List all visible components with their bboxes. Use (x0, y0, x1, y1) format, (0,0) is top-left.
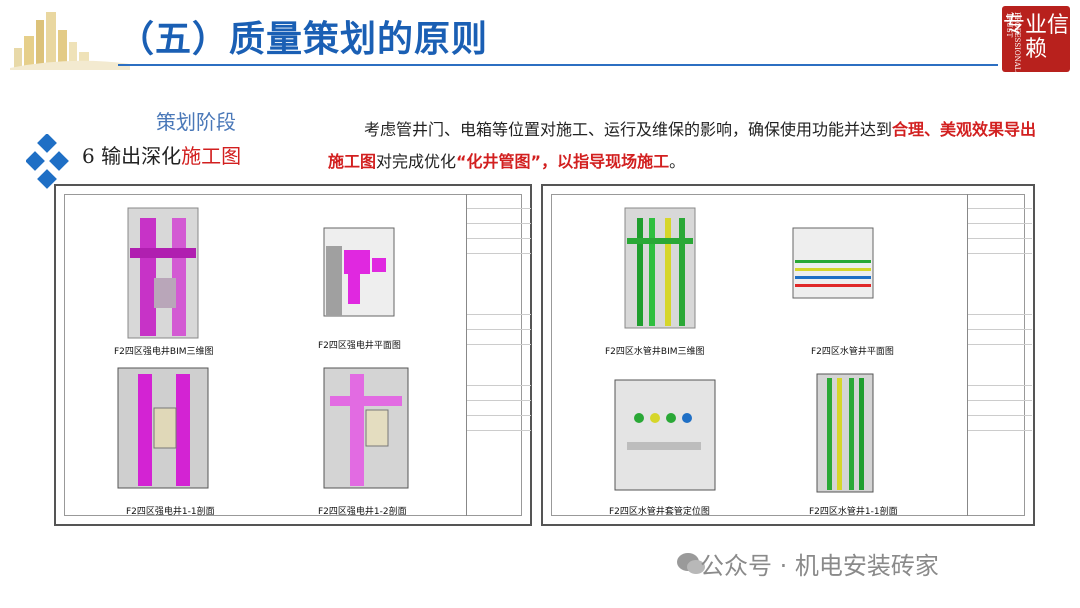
stage-label: 策划阶段 (156, 110, 236, 134)
page-title: （五）质量策划的原则 (118, 19, 489, 60)
sheet-frame (64, 194, 522, 516)
desc-part2: 对完成优化 (376, 152, 457, 171)
drawing-sheet-water: F2四区水管井BIM三维图 F2四区水管井平面图 F2四区水管井套管定位图 F2… (541, 184, 1035, 526)
seal-text: 专业信赖 (1002, 13, 1069, 62)
brand-seal: PROFESSIONAL TRUST 专业信赖 (1002, 6, 1070, 72)
sleeve-position-icon (614, 379, 716, 491)
caption-section-1-1: F2四区强电井1-1剖面 (126, 507, 215, 517)
title-block (967, 194, 1032, 516)
desc-red2: 导出施工图 (328, 120, 1037, 171)
seal-side-text: PROFESSIONAL TRUST (1005, 12, 1021, 72)
caption-section-1-2: F2四区强电井1-2剖面 (318, 507, 407, 517)
diamond-bullet-icon (26, 134, 69, 189)
desc-red1: 合理、美观效果 (892, 120, 1005, 139)
electrical-drawings (117, 207, 409, 489)
caption-section-1-1: F2四区水管井1-1剖面 (809, 507, 898, 517)
desc-end: 。 (669, 152, 686, 171)
title-underline (118, 64, 998, 66)
water-drawings (614, 207, 874, 493)
caption-bim-3d: F2四区水管井BIM三维图 (605, 347, 705, 357)
city-skyline-logo (10, 12, 130, 70)
watermark-text: 公众号 · 机电安装砖家 (700, 552, 939, 580)
section-1-1-icon (816, 373, 874, 493)
section-1-1-icon (117, 367, 209, 489)
title-block (466, 194, 531, 516)
bim-3d-view-icon (127, 207, 199, 339)
desc-part1: 考虑管井门、电箱等位置对施工、运行及维保的影响，确保使用功能并达到 (364, 120, 893, 139)
caption-plan: F2四区强电井平面图 (318, 341, 401, 351)
drawing-sheet-electrical: F2四区强电井BIM三维图 F2四区强电井平面图 F2四区强电井1-1剖面 F2… (54, 184, 532, 526)
caption-bim-3d: F2四区强电井BIM三维图 (114, 347, 214, 357)
caption-plan: F2四区水管井平面图 (811, 347, 894, 357)
description-paragraph: 考虑管井门、电箱等位置对施工、运行及维保的影响，确保使用功能并达到合理、美观效果… (328, 114, 1048, 178)
section-heading: 6 输出深化施工图 (82, 140, 241, 169)
section-1-2-icon (323, 367, 409, 489)
desc-red3: “化井管图”，以指导现场施工 (456, 152, 670, 171)
heading-prefix: 6 输出深化 (82, 144, 182, 168)
plan-view-icon (323, 227, 395, 317)
bim-3d-view-icon (624, 207, 696, 329)
caption-sleeve-position: F2四区水管井套管定位图 (609, 507, 710, 517)
wechat-icon (677, 553, 705, 574)
heading-highlight: 施工图 (181, 144, 242, 168)
plan-view-icon (792, 227, 874, 299)
sheet-frame (551, 194, 1025, 516)
